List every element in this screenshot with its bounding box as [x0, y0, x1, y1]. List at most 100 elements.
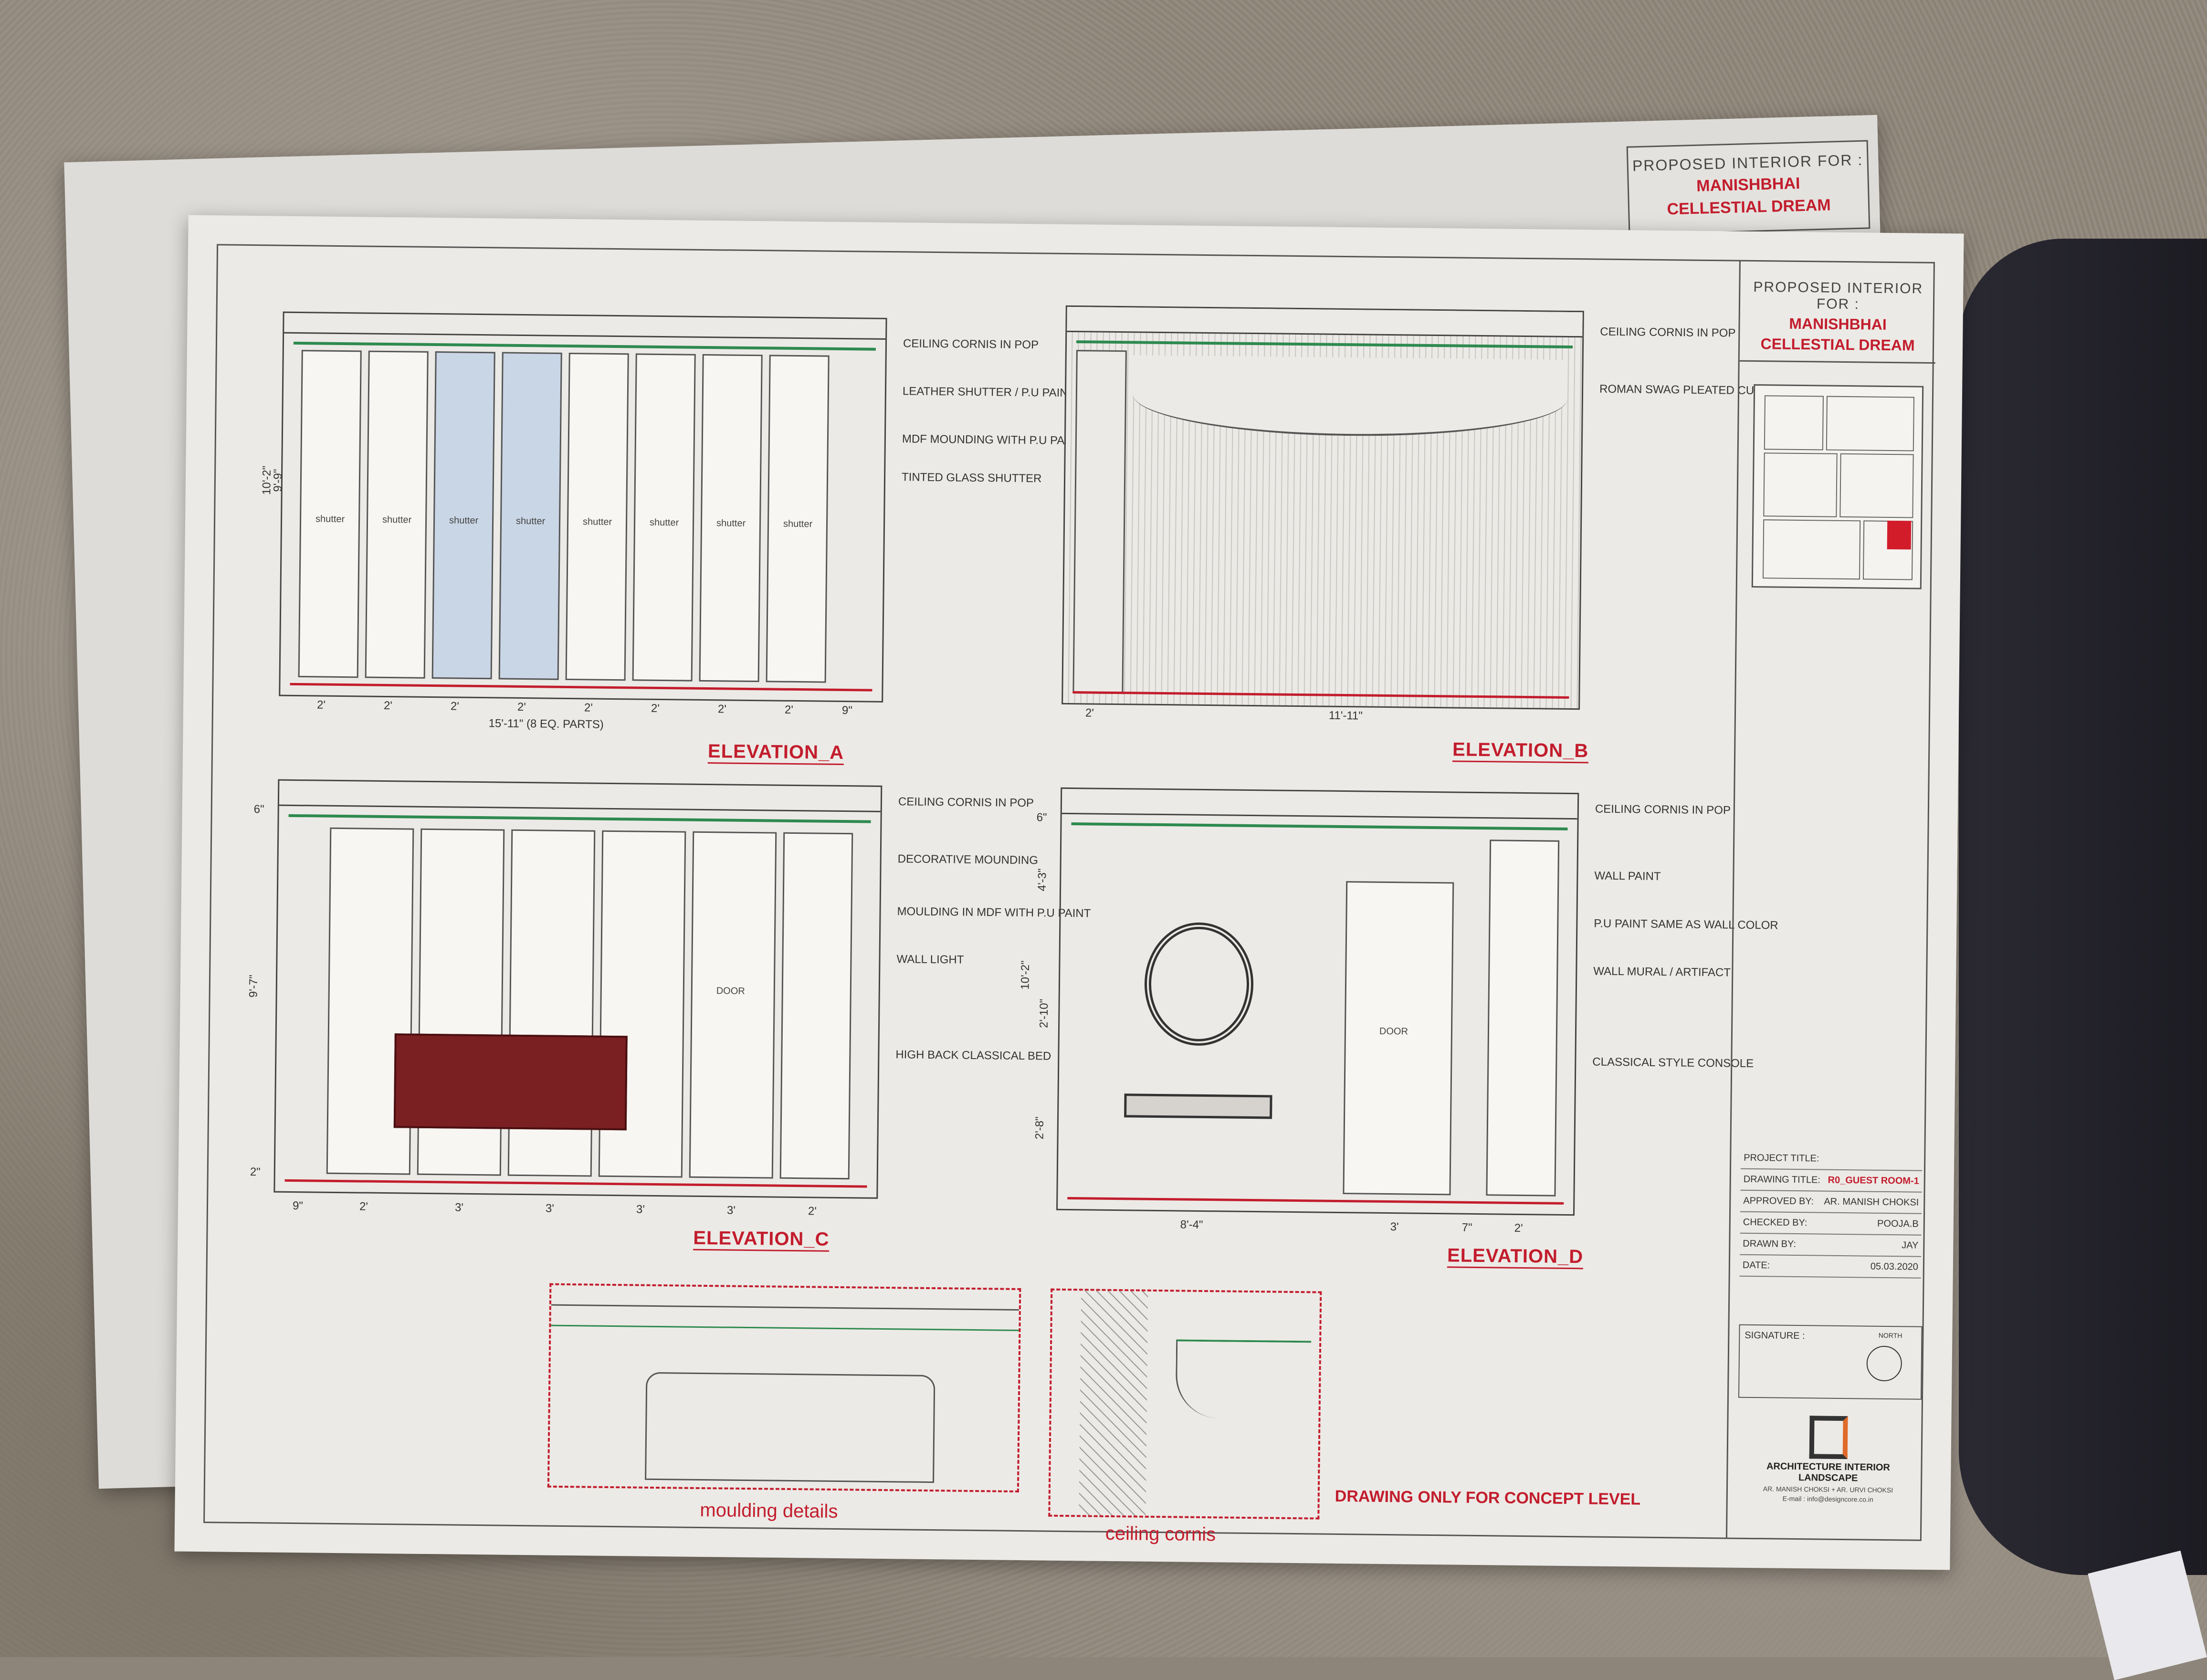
- skirting-line: [290, 682, 872, 692]
- dim-a-w9: 9": [841, 704, 852, 717]
- dim-a-w5: 2': [584, 701, 593, 714]
- firm-logo-box: ARCHITECTURE INTERIOR LANDSCAPE AR. MANI…: [1737, 1406, 1920, 1541]
- side-cabinet: [1072, 350, 1127, 694]
- dim-a-w3: 2': [450, 700, 460, 713]
- back-project: CELLESTIAL DREAM: [1667, 196, 1831, 219]
- panel-tag: shutter: [382, 514, 412, 525]
- design-core-logo-icon: [1809, 1416, 1848, 1460]
- firm-disciplines: ARCHITECTURE INTERIOR LANDSCAPE: [1766, 1461, 1891, 1484]
- main-drawing-sheet: shutter shutter shutter shutter shutter …: [174, 215, 1964, 1570]
- panel-tag: shutter: [582, 516, 612, 527]
- dim-c-w5: 3': [636, 1203, 645, 1216]
- door-panel-c: DOOR: [689, 831, 777, 1179]
- cornis-profile: [1175, 1339, 1312, 1419]
- plan-room: [1763, 452, 1838, 517]
- plan-room: [1826, 396, 1914, 452]
- note-d-5: CLASSICAL STYLE CONSOLE: [1592, 1055, 1754, 1071]
- dim-a-w6: 2': [651, 702, 660, 715]
- dim-c-w6: 3': [726, 1204, 736, 1217]
- ceiling-band: [279, 780, 881, 812]
- back-proposed-for: PROPOSED INTERIOR FOR :: [1632, 151, 1863, 175]
- plan-room: [1762, 519, 1861, 580]
- note-a-3: MDF MOUNDING WITH P.U PAINT: [902, 432, 1083, 448]
- door-panel-d: DOOR: [1343, 881, 1454, 1196]
- note-a-1: CEILING CORNIS IN POP: [903, 337, 1039, 352]
- dim-d-w2: 3': [1390, 1220, 1399, 1234]
- ceiling-band: [284, 313, 886, 340]
- cornis-caption: ceiling cornis: [1105, 1522, 1216, 1545]
- wall-panel-c6: [779, 832, 853, 1180]
- elevation-d-label: ELEVATION_D: [1447, 1245, 1584, 1270]
- side-cabinet-d: [1486, 840, 1560, 1197]
- dim-c-w3: 3': [454, 1201, 464, 1214]
- project-title-row: PROJECT TITLE:: [1741, 1147, 1923, 1171]
- field-value: R0_GUEST ROOM-1: [1828, 1175, 1919, 1186]
- shutter-panel-7: shutter: [699, 354, 763, 682]
- green-cornis-line: [1076, 340, 1573, 348]
- note-a-4: TINTED GLASS SHUTTER: [901, 471, 1042, 485]
- signature-label: SIGNATURE :: [1745, 1330, 1805, 1342]
- panel-tag: shutter: [783, 518, 813, 530]
- ceiling-band: [1061, 788, 1578, 820]
- high-back-bed: [393, 1033, 628, 1131]
- plan-room: [1839, 453, 1914, 518]
- dim-c-w2: 2': [359, 1200, 368, 1213]
- panel-tag: shutter: [315, 514, 345, 525]
- highlighted-room: [1887, 520, 1912, 550]
- field-label: PROJECT TITLE:: [1744, 1152, 1819, 1164]
- firm-email: E-mail : info@designcore.co.in: [1782, 1494, 1873, 1503]
- title-block-fields: PROJECT TITLE: DRAWING TITLE:R0_GUEST RO…: [1739, 1147, 1923, 1279]
- dim-d-h3: 10'-2": [1019, 960, 1032, 990]
- dim-b-w1: 2': [1085, 706, 1094, 720]
- field-label: DRAWN BY:: [1743, 1238, 1796, 1250]
- field-label: CHECKED BY:: [1743, 1217, 1808, 1228]
- shutter-panel-1: shutter: [298, 350, 362, 678]
- dim-d-w3: 7": [1461, 1221, 1472, 1234]
- proposed-for: PROPOSED INTERIOR FOR :: [1753, 279, 1923, 313]
- dim-a-w2: 2': [383, 699, 393, 713]
- dim-c-w1: 9": [292, 1199, 304, 1213]
- dim-a-w7: 2': [717, 703, 727, 716]
- shutter-panel-6: shutter: [632, 353, 696, 682]
- north-arrow-icon: [1866, 1345, 1902, 1382]
- shutter-panel-2: shutter: [365, 350, 429, 679]
- door-label-d: DOOR: [1379, 1026, 1408, 1037]
- moulding-panel: [645, 1372, 935, 1483]
- elevation-c-label: ELEVATION_C: [693, 1227, 830, 1252]
- swag-curtain: [1133, 355, 1568, 438]
- dim-b-w2: 11'-11": [1328, 709, 1363, 723]
- elevation-b-drawing: [1061, 305, 1584, 710]
- firm-principals: AR. MANISH CHOKSI + AR. URVI CHOKSI: [1763, 1485, 1893, 1494]
- panel-tag: shutter: [449, 515, 479, 526]
- dim-c-h2: 9'-7": [247, 975, 261, 998]
- project-name: CELLESTIAL DREAM: [1760, 335, 1915, 354]
- elevation-b-label: ELEVATION_B: [1452, 739, 1589, 764]
- title-block: PROPOSED INTERIOR FOR : MANISHBHAI CELLE…: [1725, 260, 1936, 1541]
- dim-c-w7: 2': [808, 1205, 817, 1218]
- note-c-1: CEILING CORNIS IN POP: [898, 795, 1034, 810]
- note-d-1: CEILING CORNIS IN POP: [1595, 802, 1731, 817]
- ceiling-band: [1067, 306, 1583, 338]
- panel-tag: shutter: [515, 515, 546, 527]
- dim-c-w4: 3': [545, 1202, 555, 1215]
- skirting-line: [1072, 691, 1569, 699]
- skirting-line: [284, 1179, 867, 1188]
- person-leg: [1959, 239, 2207, 1575]
- north-label: NORTH: [1878, 1331, 1902, 1340]
- title-block-header: PROPOSED INTERIOR FOR : MANISHBHAI CELLE…: [1739, 260, 1936, 364]
- skirting-line: [1067, 1197, 1564, 1205]
- console-table: [1124, 1093, 1272, 1119]
- elevation-a-label: ELEVATION_A: [707, 741, 844, 766]
- dim-c-h3: 2": [250, 1166, 261, 1179]
- checked-by-row: CHECKED BY: POOJA.B: [1740, 1212, 1922, 1236]
- note-c-2: DECORATIVE MOUNDING: [897, 852, 1039, 867]
- field-value: AR. MANISH CHOKSI: [1824, 1196, 1919, 1208]
- shutter-panel-5: shutter: [565, 352, 629, 681]
- green-cornis-line: [293, 341, 876, 351]
- moulding-profile: [551, 1304, 1019, 1331]
- note-d-2: WALL PAINT: [1594, 869, 1661, 883]
- dim-d-h2: 4'-3": [1035, 868, 1049, 892]
- dim-a-w8: 2': [784, 703, 794, 716]
- back-client: MANISHBHAI: [1696, 174, 1800, 195]
- field-value: POOJA.B: [1877, 1218, 1919, 1229]
